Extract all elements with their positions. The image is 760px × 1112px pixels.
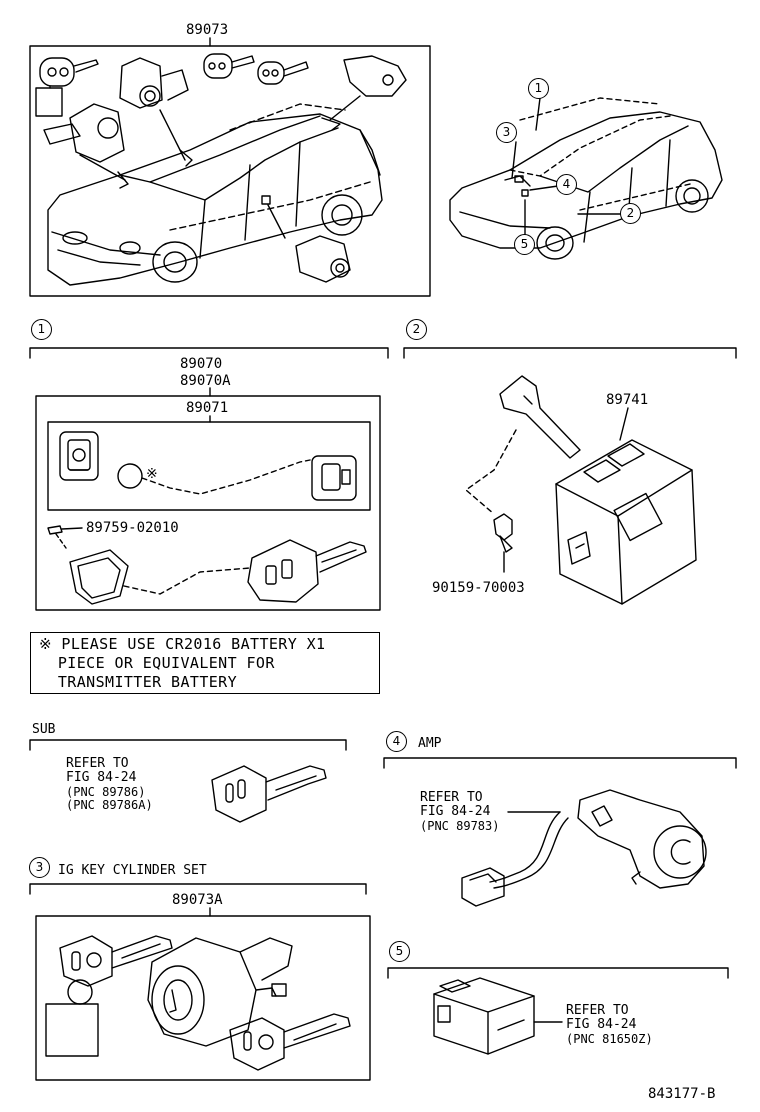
- drawing-number: 843177-B: [648, 1086, 716, 1102]
- section-1-part-a: 89070: [180, 356, 223, 372]
- amp-refer-line-2: FIG 84-24: [420, 804, 491, 819]
- amp-refer-line-3: (PNC 89783): [420, 819, 500, 833]
- ecu-refer-line-2: FIG 84-24: [566, 1017, 637, 1032]
- control-module-icon: [499, 375, 697, 605]
- top-part-frame: [29, 45, 431, 297]
- amp-refer-line-1: REFER TO: [420, 790, 483, 805]
- module-part-number: 89741: [606, 392, 649, 408]
- section-1-bracket: [29, 347, 389, 611]
- sub-refer-line-2: FIG 84-24: [66, 770, 137, 785]
- key-cover-icon: [69, 549, 129, 605]
- section-4-marker: 4: [386, 731, 407, 752]
- note-line-2: PIECE OR EQUIVALENT FOR: [39, 654, 275, 672]
- overview-marker-3: 3: [496, 122, 517, 143]
- sub-refer-line-3: (PNC 89786): [66, 785, 146, 799]
- section-5-bracket: [387, 967, 729, 979]
- sub-key-icon: [211, 765, 327, 823]
- section-1-outer-frame: [35, 395, 381, 611]
- ecu-refer-line-3: (PNC 81650Z): [566, 1032, 653, 1046]
- note-line-3: TRANSMITTER BATTERY: [39, 673, 238, 691]
- sub-refer-line-1: REFER TO: [66, 756, 129, 771]
- transmitter-board-icon: [311, 455, 357, 501]
- section-4-bracket: [383, 757, 737, 769]
- battery-icon: [117, 463, 143, 489]
- transmitter-key-icon: [247, 539, 367, 603]
- note-line-1: ※ PLEASE USE CR2016 BATTERY X1: [39, 635, 326, 653]
- sub-key-bracket: [29, 739, 347, 751]
- section-2-marker: 2: [406, 319, 427, 340]
- ecu-refer-line-1: REFER TO: [566, 1003, 629, 1018]
- top-part-number: 89073: [186, 22, 229, 38]
- overview-marker-4: 4: [556, 174, 577, 195]
- bolt-part-number: 90159-70003: [432, 580, 525, 596]
- section-5-marker: 5: [389, 941, 410, 962]
- ig-key-icon: [45, 935, 173, 1057]
- back-door-lock-icon: [321, 55, 407, 131]
- key-blank-icon: [35, 57, 99, 117]
- overview-marker-5: 5: [514, 234, 535, 255]
- car-illustration-small: [449, 97, 723, 260]
- door-lock-cylinder-icon: [119, 57, 193, 167]
- ecu-connector-icon: [433, 977, 535, 1055]
- amplifier-icon: [461, 789, 707, 907]
- ig-cylinder-icon: [147, 937, 293, 1047]
- section-1-inner-frame: [47, 421, 371, 511]
- assembly-dashed-line: [141, 459, 311, 495]
- section-2-bracket: [403, 347, 737, 359]
- bolt-icon: [493, 513, 513, 573]
- ig-key-icon: [229, 1013, 351, 1071]
- door-cylinder-lower-icon: [261, 195, 351, 283]
- section-1-part-b: 89070A: [180, 373, 231, 389]
- section-1-marker: 1: [31, 319, 52, 340]
- car-illustration-large: [47, 103, 383, 286]
- key-icon: [257, 61, 309, 85]
- sub-refer-line-4: (PNC 89786A): [66, 798, 153, 812]
- screw-part-number: 89759-02010: [86, 520, 179, 536]
- door-lock-overview-group: [29, 37, 431, 297]
- transmitter-case-icon: [59, 431, 99, 481]
- ignition-cylinder-icon: [43, 103, 129, 189]
- battery-note: ※ PLEASE USE CR2016 BATTERY X1 PIECE OR …: [30, 632, 380, 694]
- section-3-frame: [35, 915, 371, 1081]
- sub-title: SUB: [32, 722, 56, 737]
- key-icon: [203, 53, 255, 79]
- overview-marker-2: 2: [620, 203, 641, 224]
- overview-marker-1: 1: [528, 78, 549, 99]
- section-3-bracket: [29, 883, 371, 1081]
- screw-icon: [47, 525, 83, 549]
- section-3-marker: 3: [29, 857, 50, 878]
- section-1-inner-part: 89071: [186, 400, 229, 416]
- section-4-title: AMP: [418, 736, 442, 751]
- battery-mark: ※: [146, 466, 158, 482]
- section-3-part-number: 89073A: [172, 892, 223, 908]
- section-3-title: IG KEY CYLINDER SET: [58, 863, 207, 878]
